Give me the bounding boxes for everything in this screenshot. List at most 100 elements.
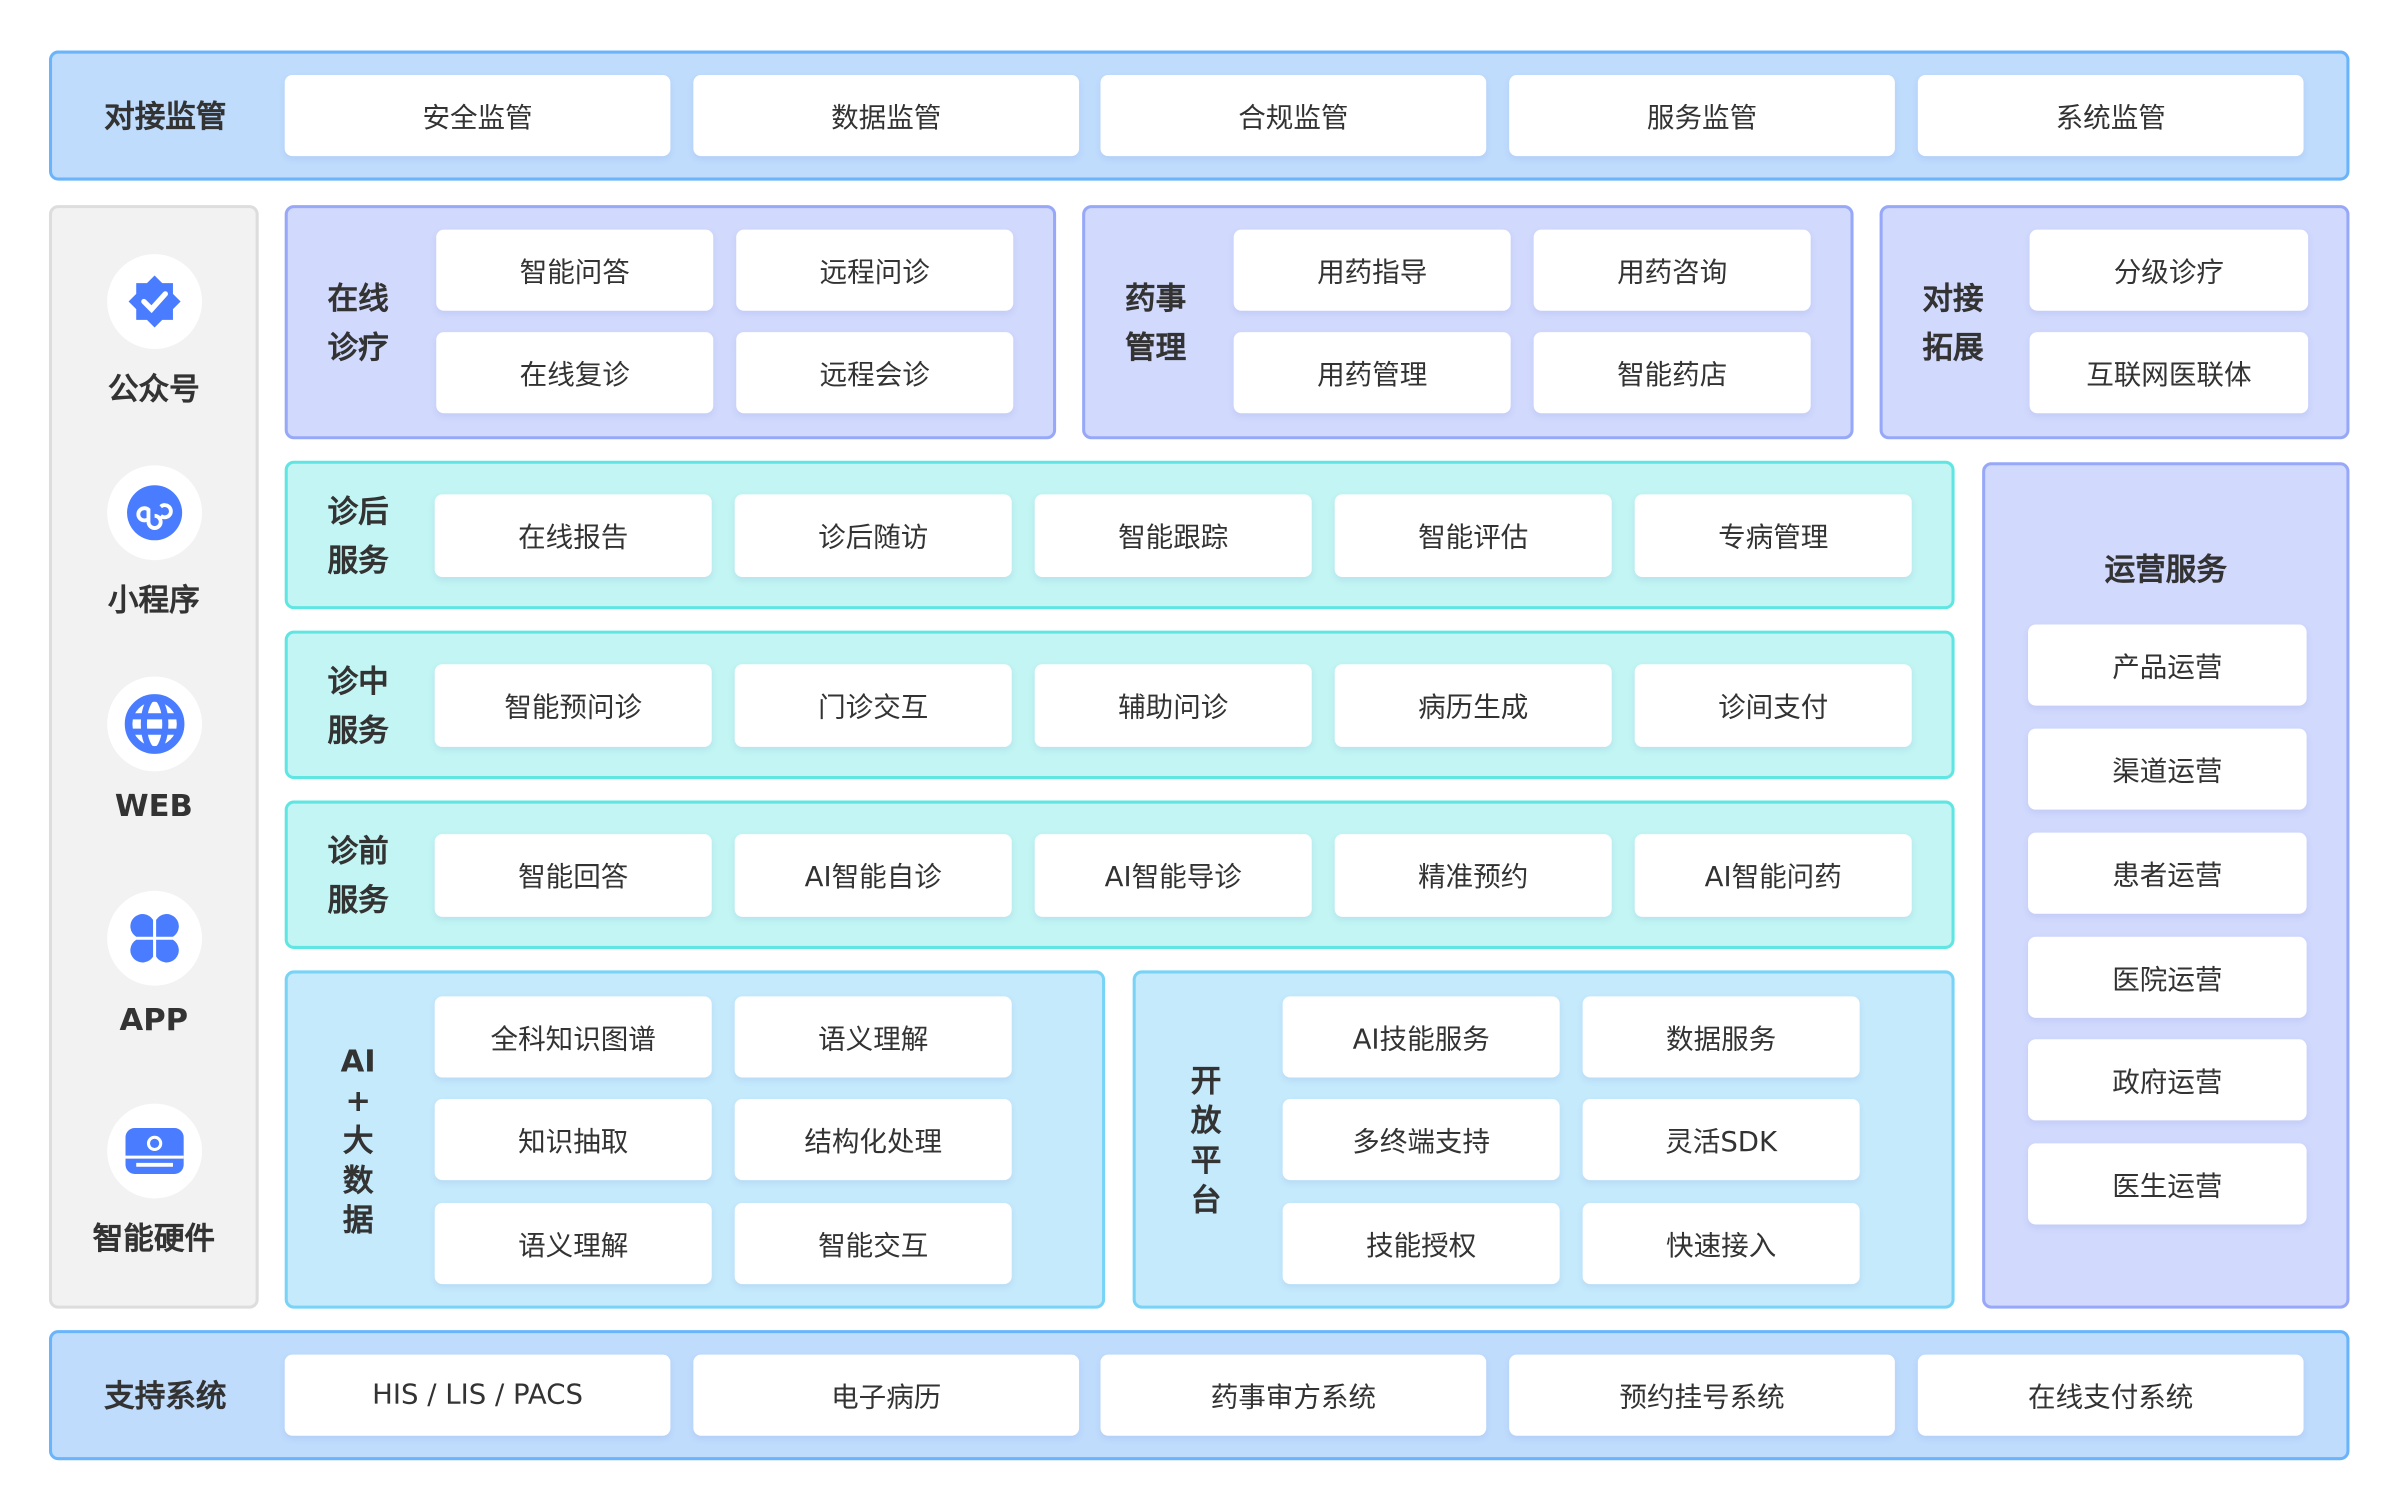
title-line: 管理 <box>1124 328 1187 366</box>
feature-cell: 结构化处理 <box>734 1098 1012 1181</box>
support-item: HIS / LIS / PACS <box>284 1354 671 1436</box>
feature-cell: 技能授权 <box>1282 1203 1560 1285</box>
mid-service-title: 诊中服务 <box>288 634 429 776</box>
channel-label: APP <box>119 1001 189 1038</box>
channel-mini-program: 小程序 <box>49 465 259 620</box>
feature-cell: 病历生成 <box>1334 664 1612 747</box>
pre-service-row: 诊前服务 智能回答 AI智能自诊 AI智能导诊 精准预约 AI智能问药 <box>284 800 1955 949</box>
supervision-item: 合规监管 <box>1100 74 1487 157</box>
feature-cell: AI智能自诊 <box>734 834 1012 917</box>
title-line: 服务 <box>327 710 389 748</box>
feature-cell: 用药咨询 <box>1533 229 1811 311</box>
ai-bigdata-title: AI+大数据 <box>288 973 429 1305</box>
online-diagnosis-panel: 在线诊疗 智能问答 远程问诊 在线复诊 远程会诊 <box>284 205 1057 440</box>
title-line: 药事 <box>1124 279 1187 317</box>
feature-cell: 快速接入 <box>1582 1203 1860 1285</box>
feature-cell: 患者运营 <box>2028 832 2307 914</box>
feature-cell: 诊间支付 <box>1634 664 1912 747</box>
channel-smart-hardware: 智能硬件 <box>49 1103 259 1259</box>
feature-cell: 医生运营 <box>2028 1143 2307 1225</box>
channel-label: 公众号 <box>107 370 200 408</box>
title-line: 对接 <box>1922 279 1984 317</box>
title-line: 诊前 <box>327 831 389 869</box>
channel-label: 智能硬件 <box>92 1219 216 1257</box>
feature-cell: 多终端支持 <box>1282 1098 1560 1181</box>
title-line: AI <box>340 1041 376 1079</box>
operations-panel: 运营服务 产品运营 渠道运营 患者运营 医院运营 政府运营 医生运营 <box>1982 462 2350 1309</box>
feature-cell: 医院运营 <box>2028 936 2307 1018</box>
title-line: + <box>345 1081 371 1119</box>
feature-cell: AI技能服务 <box>1282 996 1560 1078</box>
support-item: 电子病历 <box>693 1354 1080 1436</box>
pre-service-title: 诊前服务 <box>288 804 429 946</box>
feature-cell: 知识抽取 <box>434 1098 712 1181</box>
feature-cell: 远程问诊 <box>736 229 1014 311</box>
verified-badge-icon <box>106 254 202 349</box>
support-title: 支持系统 <box>104 1376 227 1414</box>
mini-program-icon <box>106 465 202 561</box>
hardware-device-icon <box>106 1103 202 1199</box>
online-diagnosis-title: 在线诊疗 <box>288 208 429 436</box>
title-line: 诊中 <box>327 661 389 699</box>
feature-cell: 分级诊疗 <box>2029 229 2309 311</box>
title-line: 平 <box>1190 1141 1222 1178</box>
feature-cell: 智能评估 <box>1334 494 1612 578</box>
pharmacy-title: 药事管理 <box>1085 208 1226 436</box>
feature-cell: 全科知识图谱 <box>434 996 712 1078</box>
title-line: 数 <box>342 1160 374 1198</box>
channel-app: APP <box>49 890 259 1038</box>
feature-cell: 政府运营 <box>2028 1039 2307 1121</box>
feature-cell: 智能回答 <box>434 834 712 917</box>
feature-cell: 智能交互 <box>734 1203 1012 1285</box>
feature-cell: 诊后随访 <box>734 494 1012 578</box>
title-line: 诊后 <box>327 492 389 529</box>
supervision-band: 对接监管 安全监管 数据监管 合规监管 服务监管 系统监管 <box>48 50 2350 181</box>
ai-bigdata-panel: AI+大数据 全科知识图谱 语义理解 知识抽取 结构化处理 语义理解 智能交互 <box>284 970 1106 1309</box>
post-service-row: 诊后服务 在线报告 诊后随访 智能跟踪 智能评估 专病管理 <box>284 460 1955 610</box>
feature-cell: AI智能导诊 <box>1034 834 1312 917</box>
supervision-item: 服务监管 <box>1509 74 1895 157</box>
title-line: 台 <box>1190 1180 1222 1218</box>
feature-cell: 数据服务 <box>1582 996 1860 1078</box>
extension-title: 对接拓展 <box>1883 208 2024 436</box>
supervision-item: 系统监管 <box>1917 74 2304 157</box>
feature-cell: 智能预问诊 <box>434 664 712 747</box>
open-platform-panel: 开放平台 AI技能服务 数据服务 多终端支持 灵活SDK 技能授权 快速接入 <box>1132 970 1955 1309</box>
feature-cell: 互联网医联体 <box>2029 332 2309 414</box>
channel-wechat-official: 公众号 <box>49 254 259 409</box>
title-line: 据 <box>342 1200 374 1238</box>
feature-cell: 专病管理 <box>1634 494 1912 578</box>
title-line: 诊疗 <box>327 328 389 366</box>
title-line: 放 <box>1190 1101 1222 1139</box>
feature-cell: 灵活SDK <box>1582 1098 1860 1181</box>
mid-service-row: 诊中服务 智能预问诊 门诊交互 辅助问诊 病历生成 诊间支付 <box>284 630 1955 780</box>
supervision-item: 数据监管 <box>693 74 1080 157</box>
title-line: 服务 <box>327 541 389 578</box>
operations-title: 运营服务 <box>2104 551 2228 588</box>
feature-cell: 语义理解 <box>734 996 1012 1078</box>
support-item: 药事审方系统 <box>1100 1354 1487 1436</box>
feature-cell: 门诊交互 <box>734 664 1012 747</box>
support-item: 在线支付系统 <box>1917 1354 2304 1436</box>
app-grid-icon <box>106 890 202 986</box>
feature-cell: 用药管理 <box>1233 332 1511 414</box>
feature-cell: 产品运营 <box>2028 624 2307 706</box>
feature-cell: 渠道运营 <box>2028 728 2307 810</box>
channel-label: 小程序 <box>107 581 200 619</box>
feature-cell: AI智能问药 <box>1634 834 1912 917</box>
title-line: 开 <box>1190 1061 1222 1099</box>
supervision-item: 安全监管 <box>284 74 671 157</box>
extension-panel: 对接拓展 分级诊疗 互联网医联体 <box>1879 205 2350 440</box>
feature-cell: 在线复诊 <box>436 332 714 414</box>
title-line: 服务 <box>327 880 389 918</box>
title-line: 大 <box>342 1121 374 1158</box>
support-item: 预约挂号系统 <box>1509 1354 1895 1436</box>
feature-cell: 智能药店 <box>1533 332 1811 414</box>
feature-cell: 远程会诊 <box>736 332 1014 414</box>
post-service-title: 诊后服务 <box>288 464 429 606</box>
globe-icon <box>106 676 202 772</box>
feature-cell: 精准预约 <box>1334 834 1612 917</box>
channel-web: WEB <box>49 676 259 823</box>
feature-cell: 智能跟踪 <box>1034 494 1312 578</box>
